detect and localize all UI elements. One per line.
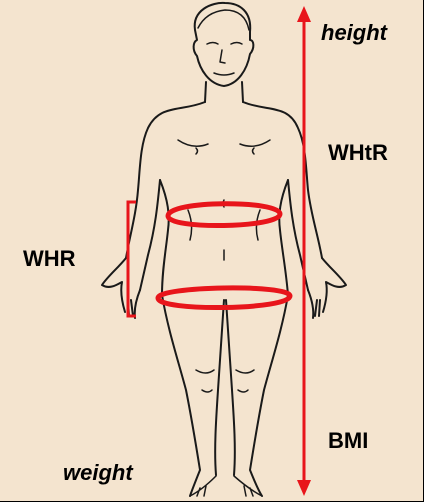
label-whtr: WHtR [328, 142, 388, 164]
label-bmi: BMI [328, 430, 368, 452]
label-weight: weight [63, 462, 133, 484]
label-whr: WHR [23, 248, 76, 270]
human-body-outline [102, 3, 346, 496]
label-height: height [321, 22, 387, 44]
